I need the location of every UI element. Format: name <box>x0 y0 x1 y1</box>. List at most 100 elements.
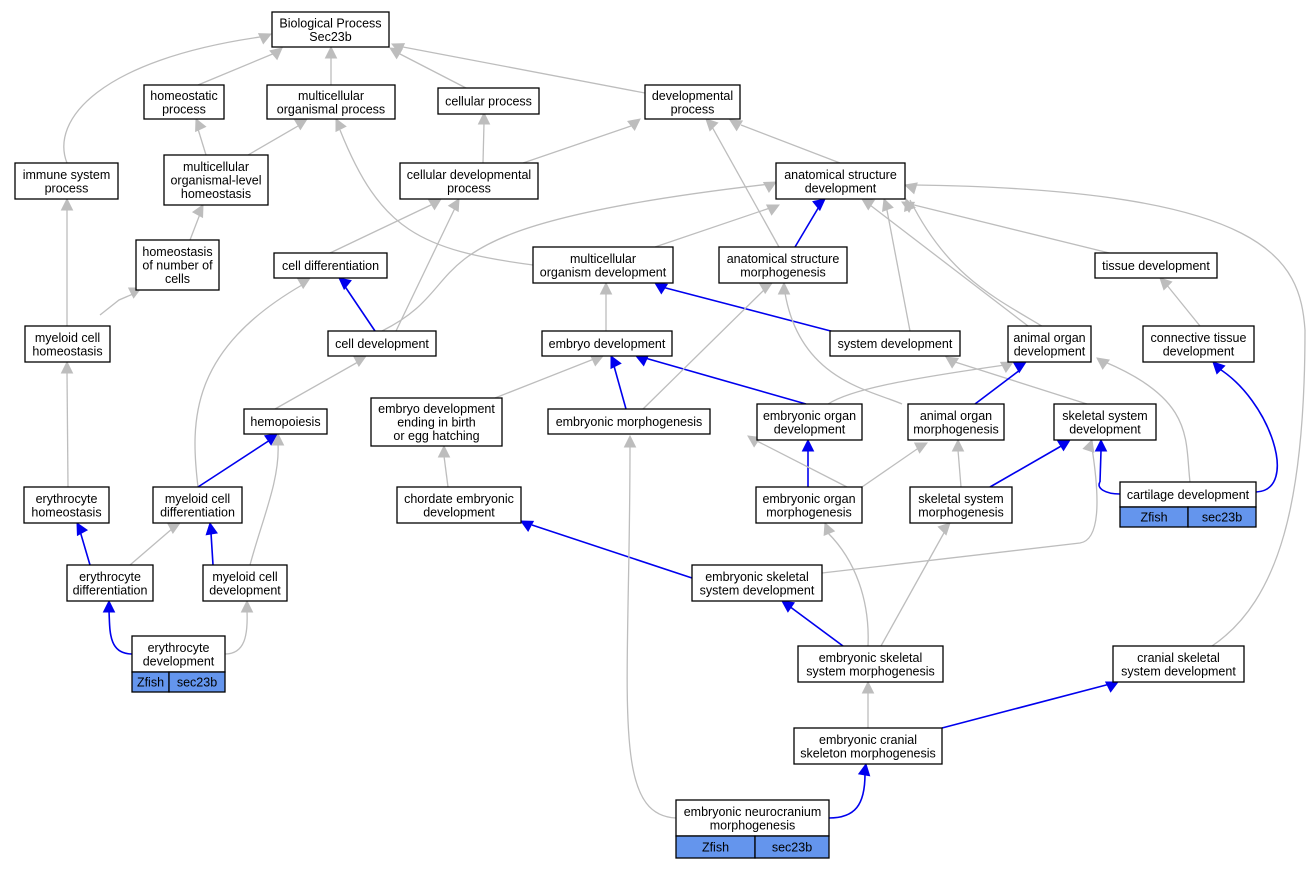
node-label: homeostasis <box>142 245 212 259</box>
node-label: skeleton morphogenesis <box>800 746 936 760</box>
edge-arrowhead <box>437 444 451 458</box>
tag-label: Zfish <box>1140 511 1167 525</box>
edge-blue <box>613 365 627 410</box>
edges <box>60 33 1306 819</box>
node-label: embryonic organ <box>762 492 855 506</box>
edge-arrowhead <box>390 43 406 55</box>
edge-arrowhead <box>76 522 89 537</box>
node-tissue[interactable]: tissue development <box>1094 252 1218 279</box>
node-label: embryonic cranial <box>819 733 917 747</box>
edge-blue <box>197 439 271 488</box>
tag-sec23b[interactable]: sec23b <box>754 835 830 859</box>
node-label: development <box>143 654 215 668</box>
node-box <box>829 330 961 357</box>
node-sysdev[interactable]: system development <box>829 330 961 357</box>
node-label: morphogenesis <box>740 265 825 279</box>
node-label: tissue development <box>1102 259 1210 273</box>
tag-label: Zfish <box>702 841 729 855</box>
edge-arrowhead <box>937 522 951 536</box>
edge-arrowhead <box>1212 361 1226 375</box>
node-embdev[interactable]: embryo development <box>541 330 673 357</box>
tag-zfish[interactable]: Zfish <box>131 671 170 693</box>
edge-arrowhead <box>623 434 637 448</box>
node-cellular[interactable]: cellular process <box>437 87 540 115</box>
edge-grey <box>399 53 467 89</box>
tag-zfish[interactable]: Zfish <box>675 835 756 859</box>
edge-arrowhead <box>951 438 965 452</box>
tag-sec23b[interactable]: sec23b <box>1187 506 1257 528</box>
node-box <box>327 330 437 357</box>
node-box <box>437 87 540 115</box>
node-label: Sec23b <box>309 30 351 44</box>
edge-grey <box>885 204 911 332</box>
node-celldev[interactable]: cell development <box>327 330 437 357</box>
node-label: chordate embryonic <box>404 492 514 506</box>
tag-cell <box>1187 506 1257 528</box>
node-box <box>532 246 674 284</box>
node-box <box>66 564 154 602</box>
node-celldiff[interactable]: cell differentiation <box>273 252 388 279</box>
edge-arrowhead <box>271 432 285 446</box>
node-label: process <box>447 181 491 195</box>
edge-arrowhead <box>1056 439 1071 452</box>
edge-grey <box>99 293 134 316</box>
node-box <box>24 325 111 363</box>
node-label: process <box>671 102 715 116</box>
edge-arrowhead <box>729 119 744 132</box>
edge-blue <box>661 286 847 336</box>
edge-blue <box>531 524 693 579</box>
node-label: cell development <box>335 337 429 351</box>
node-hemo[interactable]: hemopoiesis <box>243 408 328 435</box>
edge-arrowhead <box>60 197 74 211</box>
node-label: differentiation <box>160 505 235 519</box>
node-cartdev[interactable]: cartilage development <box>1119 481 1257 508</box>
node-label: embryo development <box>378 402 495 416</box>
node-label: system development <box>1121 664 1236 678</box>
node-label: myeloid cell <box>35 331 100 345</box>
node-embmorph[interactable]: embryonic morphogenesis <box>547 408 711 435</box>
edge-grey <box>1104 361 1191 483</box>
edge-arrowhead <box>762 181 777 194</box>
edge-arrowhead <box>447 198 460 213</box>
edge-grey <box>194 284 303 488</box>
edge-arrowhead <box>477 111 491 125</box>
node-box <box>271 11 390 48</box>
edge-blue <box>79 530 91 566</box>
node-label: connective tissue <box>1151 331 1247 345</box>
edge-grey <box>129 527 174 566</box>
tag-zfish[interactable]: Zfish <box>1119 506 1189 528</box>
tag-sec23b[interactable]: sec23b <box>168 671 226 693</box>
